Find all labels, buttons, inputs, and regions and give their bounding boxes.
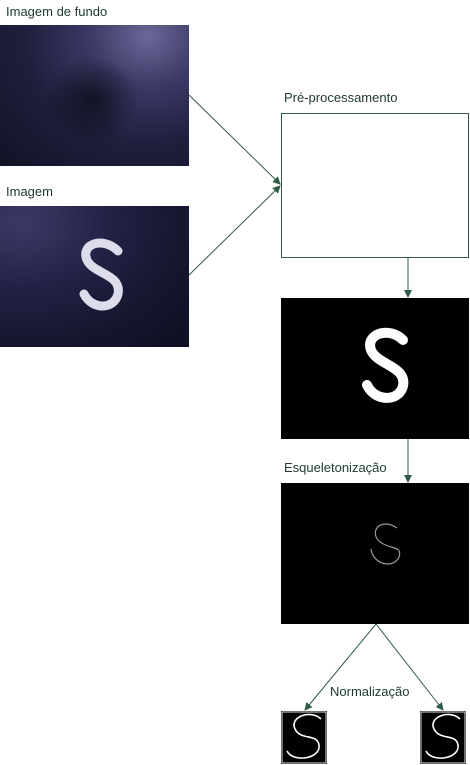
normalized-image-right [420,711,466,764]
segmented-image-panel [281,298,469,439]
preprocessing-box [281,113,469,258]
s-shape-normalized-left [281,711,327,764]
image-label: Imagem [6,184,53,199]
preprocessing-label: Pré-processamento [284,90,398,105]
arrow-background-to-preprocessing [188,94,281,185]
shadow-region [45,55,140,145]
s-shape-skeleton [370,523,401,565]
arrow-image-to-preprocessing [188,185,281,276]
s-shape-photo [79,238,123,311]
arrow-skeleton-to-normalized-right [375,623,444,711]
background-image-panel [0,25,189,166]
s-shape-normalized-right [420,711,466,764]
skeletonization-label: Esqueletonização [284,460,387,475]
s-shape-segmented [362,327,409,403]
skeleton-image-panel [281,483,469,624]
normalization-label: Normalização [330,684,410,699]
object-image-panel [0,206,189,347]
normalized-image-left [281,711,327,764]
background-image-label: Imagem de fundo [6,4,108,19]
arrow-skeleton-to-normalized-left [304,623,377,711]
